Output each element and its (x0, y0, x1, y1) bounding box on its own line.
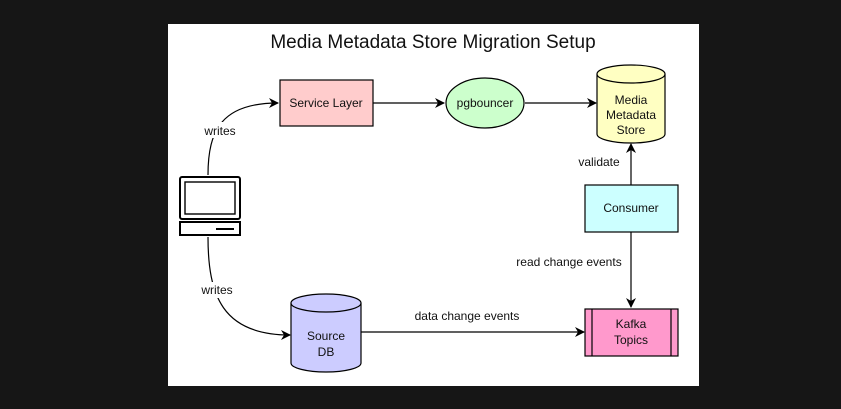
consumer-label: Consumer (603, 201, 658, 215)
service-layer-box (279, 79, 374, 127)
store-label-line1: Media (615, 93, 648, 107)
store-cylinder-top (596, 64, 666, 84)
edge-label-data-change-events: data change events (415, 309, 520, 323)
kafka-label-line2: Topics (614, 333, 648, 347)
consumer-box (584, 184, 679, 233)
edge-label-bg (200, 122, 240, 138)
edge-label-bg (197, 282, 237, 298)
kafka-box (584, 308, 679, 357)
node-source-db[interactable]: Source DB (290, 293, 362, 373)
source-cylinder-body (290, 303, 362, 373)
edge-label-bg (514, 254, 626, 270)
computer-icon[interactable] (179, 176, 241, 236)
node-media-metadata-store[interactable]: Media Metadata Store (596, 64, 666, 144)
source-label-line1: Source (307, 329, 345, 343)
source-label-line2: DB (318, 345, 335, 359)
store-label-line3: Store (617, 123, 646, 137)
service-layer-label: Service Layer (289, 96, 362, 110)
computer-base (179, 221, 241, 236)
pgbouncer-label: pgbouncer (457, 96, 514, 110)
edge-label-writes-bottom: writes (200, 283, 232, 297)
source-cylinder-top (290, 293, 362, 313)
diagram-title: Media Metadata Store Migration Setup (270, 32, 595, 53)
node-pgbouncer[interactable]: pgbouncer (445, 77, 525, 129)
node-service-layer[interactable]: Service Layer (279, 79, 374, 127)
edge-label-validate: validate (578, 155, 620, 169)
node-consumer[interactable]: Consumer (584, 184, 679, 233)
pgbouncer-ellipse (445, 77, 525, 129)
edge-label-read-change-events: read change events (516, 255, 621, 269)
node-kafka-topics[interactable]: Kafka Topics (584, 308, 679, 357)
store-cylinder-body (596, 74, 666, 144)
store-label-line2: Metadata (606, 108, 656, 122)
edge-label-writes-top: writes (203, 124, 235, 138)
edge-client-to-source (207, 236, 291, 340)
kafka-label-line1: Kafka (616, 317, 647, 331)
monitor-screen (184, 181, 236, 215)
